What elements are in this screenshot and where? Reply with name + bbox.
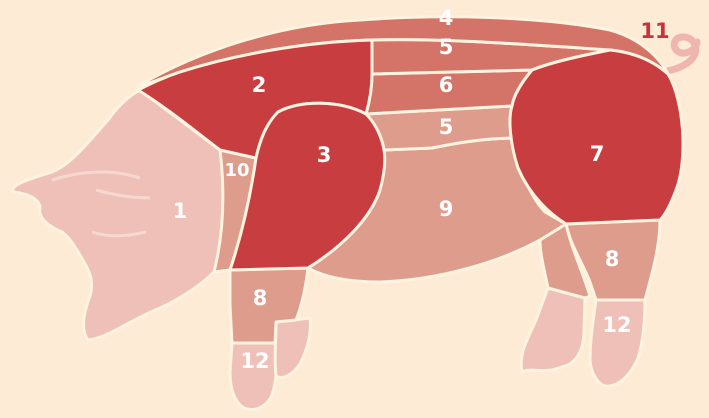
label-cut-8-front: 8: [253, 286, 268, 310]
label-cut-8-back: 8: [605, 247, 620, 271]
label-cut-5-lower: 5: [439, 115, 454, 139]
label-cut-12-back: 12: [602, 313, 631, 337]
label-cut-9: 9: [439, 197, 454, 221]
label-cut-2: 2: [252, 73, 267, 97]
label-cut-4: 4: [439, 6, 454, 30]
label-cut-1: 1: [173, 199, 188, 223]
label-cut-10: 10: [224, 160, 249, 181]
label-cut-3: 3: [317, 143, 332, 167]
cut-7: [510, 50, 683, 224]
label-cut-7: 7: [590, 142, 605, 166]
cut-front-far-hoof: [275, 318, 310, 378]
label-cut-6: 6: [439, 73, 454, 97]
label-cut-5-upper: 5: [439, 35, 454, 59]
cut-back-far-hoof: [521, 288, 585, 372]
label-cut-11: 11: [640, 19, 669, 43]
label-cut-12-front: 12: [240, 349, 269, 373]
